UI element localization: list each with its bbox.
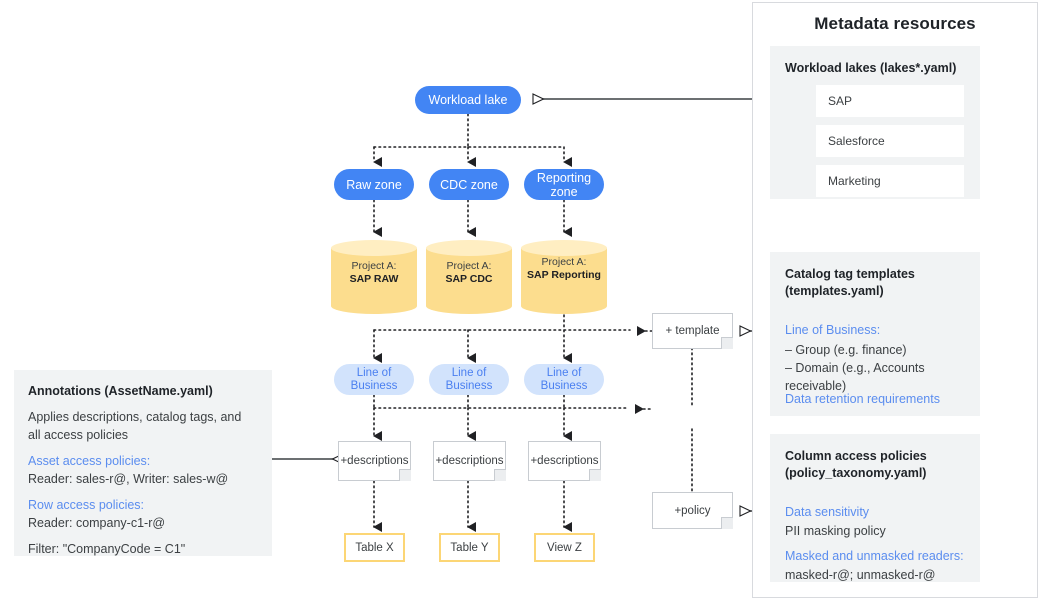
row-filter-value: Filter: "CompanyCode = C1"	[28, 542, 186, 556]
lake-chip-marketing[interactable]: Marketing	[816, 165, 964, 197]
node-workload-lake[interactable]: Workload lake	[415, 86, 521, 114]
lake-chip-sap[interactable]: SAP	[816, 85, 964, 117]
section-heading-line1: Catalog tag templates	[785, 267, 915, 281]
data-sensitivity-label: Data sensitivity	[785, 505, 870, 519]
annotations-heading: Annotations (AssetName.yaml)	[28, 384, 213, 398]
cylinder-top	[331, 240, 417, 256]
note-descriptions-2[interactable]: +descriptions	[433, 441, 506, 481]
section-heading-line2: (templates.yaml)	[785, 284, 884, 298]
node-reporting-zone[interactable]: Reporting zone	[524, 169, 604, 200]
section-heading-line1: Column access policies	[785, 449, 927, 463]
note-descriptions-1[interactable]: +descriptions	[338, 441, 411, 481]
section-heading-line2: (policy_taxonomy.yaml)	[785, 466, 927, 480]
cylinder-body	[426, 248, 512, 306]
project-label: Project A: SAP Reporting	[521, 256, 607, 282]
asset-access-policies-value: Reader: sales-r@, Writer: sales-w@	[28, 472, 229, 486]
masked-unmasked-readers-value: masked-r@; unmasked-r@	[785, 568, 936, 582]
project-name: SAP CDC	[445, 273, 493, 285]
cylinder-body	[521, 248, 607, 306]
panel-title: Metadata resources	[814, 14, 976, 33]
node-table-x[interactable]: Table X	[344, 533, 405, 562]
project-label: Project A: SAP RAW	[331, 260, 417, 286]
section-column-access-policies: Column access policies (policy_taxonomy.…	[770, 434, 980, 582]
node-project-sap-reporting[interactable]: Project A: SAP Reporting	[521, 240, 607, 314]
line-of-business-label: Line of Business:	[785, 323, 881, 337]
node-line-of-business-3[interactable]: Line of Business	[524, 364, 604, 395]
row-access-policies-value: Reader: company-c1-r@	[28, 516, 166, 530]
cylinder-bottom	[426, 298, 512, 314]
section-catalog-tag-templates: Catalog tag templates (templates.yaml) L…	[770, 252, 980, 416]
node-view-z[interactable]: View Z	[534, 533, 595, 562]
masked-unmasked-readers-label: Masked and unmasked readers:	[785, 549, 964, 563]
project-name: SAP Reporting	[527, 269, 601, 281]
node-line-of-business-2[interactable]: Line of Business	[429, 364, 509, 395]
note-template[interactable]: + template	[652, 313, 733, 349]
note-descriptions-3[interactable]: +descriptions	[528, 441, 601, 481]
annotations-intro-line1: Applies descriptions, catalog tags, and	[28, 410, 242, 424]
section-heading: Workload lakes (lakes*.yaml)	[785, 61, 957, 75]
node-project-sap-cdc[interactable]: Project A: SAP CDC	[426, 240, 512, 314]
node-project-sap-raw[interactable]: Project A: SAP RAW	[331, 240, 417, 314]
project-label: Project A: SAP CDC	[426, 260, 512, 286]
line-of-business-bullet-domain: – Domain (e.g., Accounts receivable)	[785, 361, 925, 393]
annotations-panel: Annotations (AssetName.yaml) Applies des…	[14, 370, 272, 556]
pii-masking-policy-value: PII masking policy	[785, 524, 886, 538]
project-prefix: Project A:	[541, 256, 587, 268]
lake-chip-salesforce[interactable]: Salesforce	[816, 125, 964, 157]
note-policy[interactable]: +policy	[652, 492, 733, 529]
section-workload-lakes: Workload lakes (lakes*.yaml) SAP Salesfo…	[770, 46, 980, 199]
data-retention-requirements-label: Data retention requirements	[785, 392, 940, 406]
project-name: SAP RAW	[349, 273, 399, 285]
project-prefix: Project A:	[446, 260, 492, 272]
project-prefix: Project A:	[351, 260, 397, 272]
row-access-policies-label: Row access policies:	[28, 498, 145, 512]
annotations-intro-line2: all access policies	[28, 428, 129, 442]
node-cdc-zone[interactable]: CDC zone	[429, 169, 509, 200]
asset-access-policies-label: Asset access policies:	[28, 454, 151, 468]
cylinder-top	[426, 240, 512, 256]
node-line-of-business-1[interactable]: Line of Business	[334, 364, 414, 395]
line-of-business-bullet-group: – Group (e.g. finance)	[785, 343, 907, 357]
cylinder-bottom	[331, 298, 417, 314]
cylinder-body	[331, 248, 417, 306]
cylinder-top	[521, 240, 607, 256]
node-raw-zone[interactable]: Raw zone	[334, 169, 414, 200]
node-table-y[interactable]: Table Y	[439, 533, 500, 562]
cylinder-bottom	[521, 298, 607, 314]
